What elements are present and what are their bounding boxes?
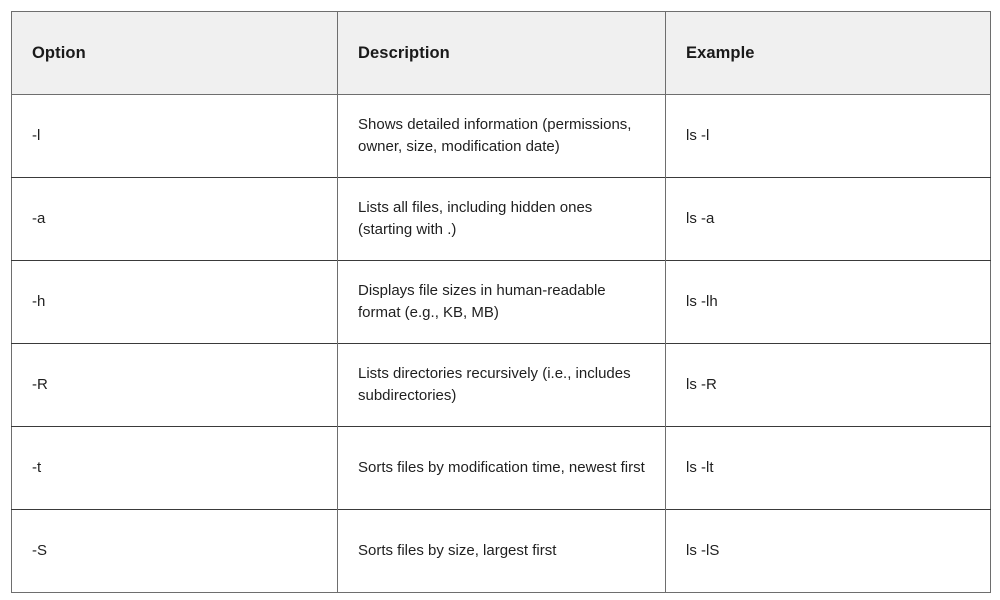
table-row: -t Sorts files by modification time, new… — [11, 426, 991, 510]
column-header-description: Description — [337, 11, 666, 95]
cell-example: ls -a — [665, 177, 991, 261]
cell-description: Shows detailed information (permissions,… — [337, 94, 666, 178]
cell-option: -S — [11, 509, 338, 593]
column-header-option: Option — [11, 11, 338, 95]
cell-option: -R — [11, 343, 338, 427]
cell-description: Sorts files by size, largest first — [337, 509, 666, 593]
cell-description: Displays file sizes in human-readable fo… — [337, 260, 666, 344]
table-row: -l Shows detailed information (permissio… — [11, 94, 991, 178]
table-row: -S Sorts files by size, largest first ls… — [11, 509, 991, 593]
cell-option: -a — [11, 177, 338, 261]
cell-example: ls -lS — [665, 509, 991, 593]
table-row: -R Lists directories recursively (i.e., … — [11, 343, 991, 427]
table-header: Option Description Example — [11, 11, 991, 95]
options-table-container: Option Description Example -l Shows deta… — [11, 11, 991, 593]
cell-option: -t — [11, 426, 338, 510]
cell-option: -h — [11, 260, 338, 344]
table-row: -h Displays file sizes in human-readable… — [11, 260, 991, 344]
table-header-row: Option Description Example — [11, 11, 991, 95]
cell-example: ls -R — [665, 343, 991, 427]
cell-description: Lists directories recursively (i.e., inc… — [337, 343, 666, 427]
cell-example: ls -lh — [665, 260, 991, 344]
cell-description: Sorts files by modification time, newest… — [337, 426, 666, 510]
ls-options-table: Option Description Example -l Shows deta… — [11, 11, 991, 593]
cell-option: -l — [11, 94, 338, 178]
cell-example: ls -l — [686, 126, 710, 144]
table-body: -l Shows detailed information (permissio… — [11, 94, 991, 593]
table-row: -a Lists all files, including hidden one… — [11, 177, 991, 261]
cell-description: Lists all files, including hidden ones (… — [337, 177, 666, 261]
column-header-example: Example — [665, 11, 991, 95]
cell-example: ls -lt — [665, 426, 991, 510]
